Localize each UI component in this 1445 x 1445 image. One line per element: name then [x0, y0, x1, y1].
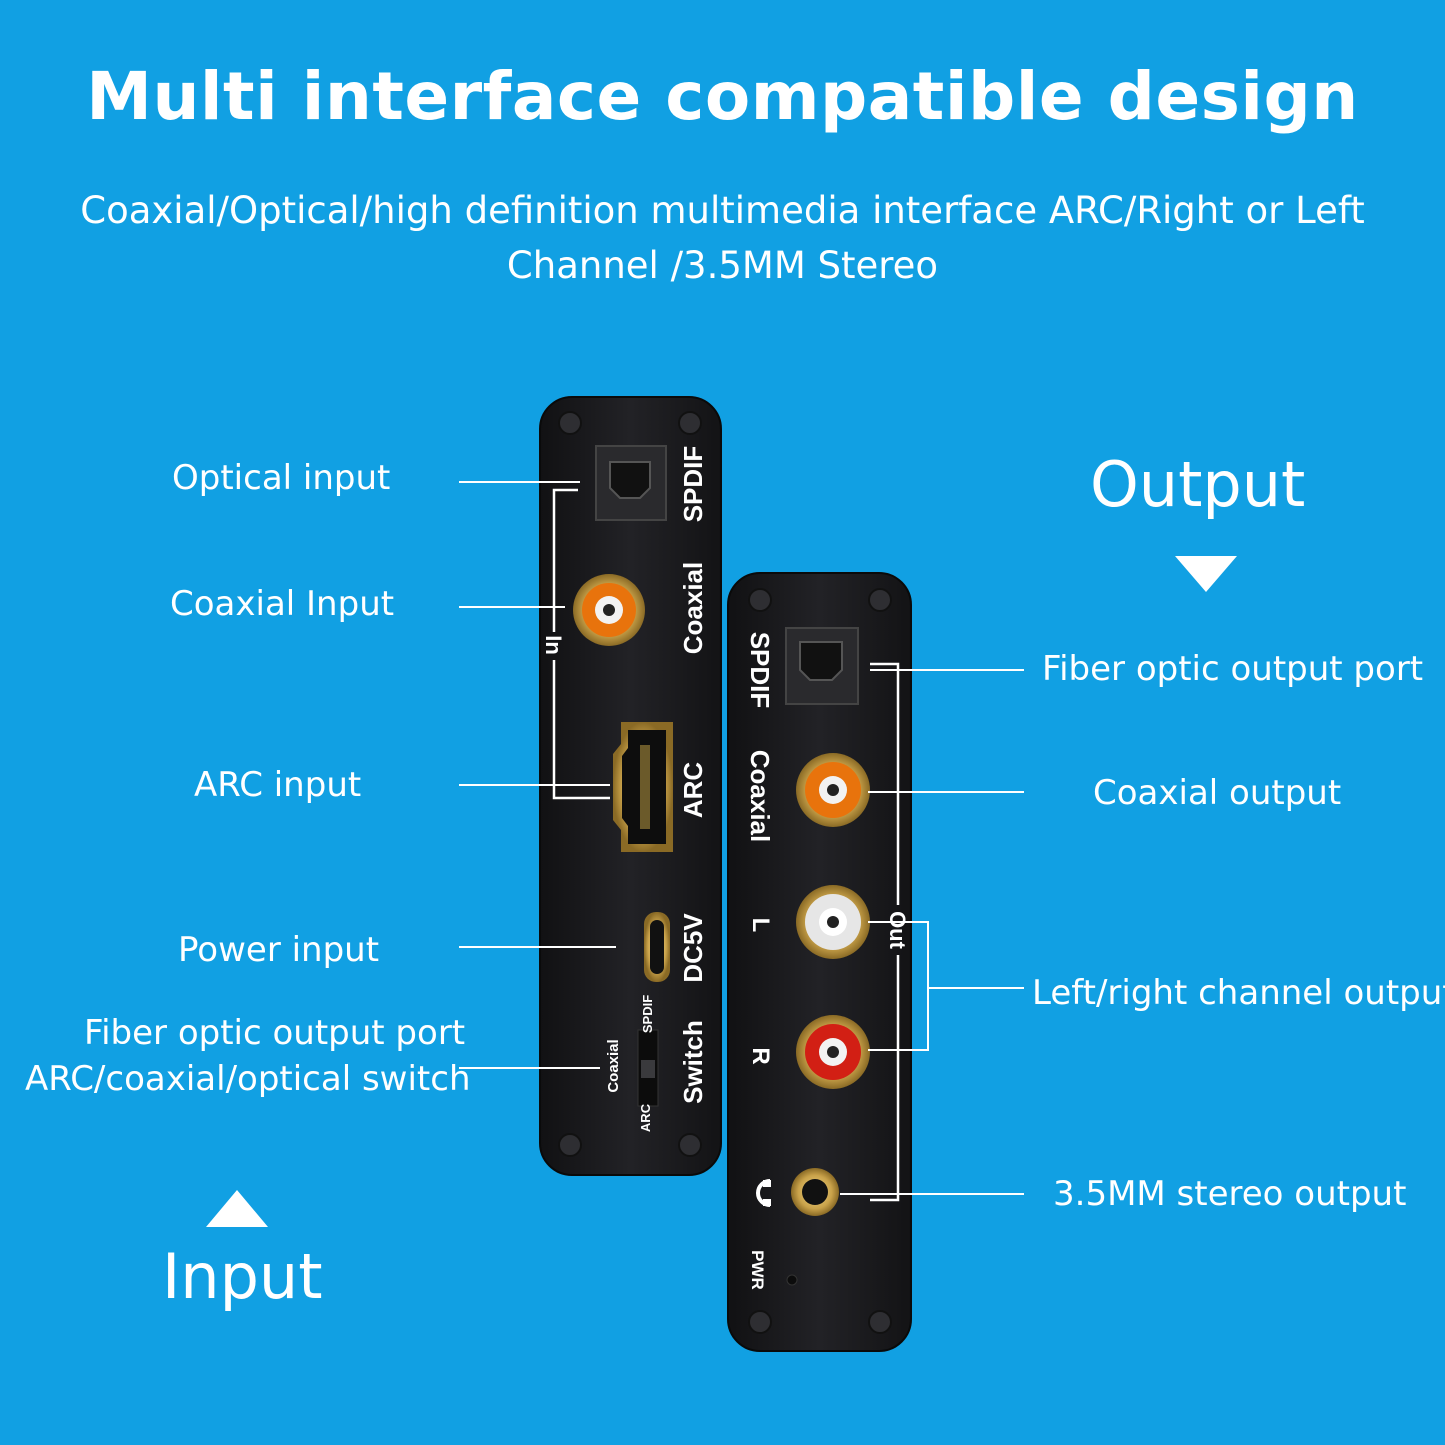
input-up-arrow-icon [206, 1190, 268, 1227]
hdmi-arc-port-icon [613, 722, 673, 852]
device-in-in-label: In [541, 635, 566, 655]
device-in-coaxial-label: Coaxial [678, 562, 708, 655]
label-lr-output: Left/right channel output [1032, 973, 1445, 1013]
device-out-l-label: L [747, 918, 774, 933]
output-device: SPDIF Coaxial L R PWR Out [727, 572, 912, 1352]
device-in-dc5v-label: DC5V [678, 913, 708, 983]
label-coaxial-output: Coaxial output [1093, 773, 1342, 813]
optical-port-icon [595, 445, 667, 521]
micro-usb-port-icon [644, 912, 670, 982]
optical-output-port-icon [785, 627, 859, 705]
input-heading: Input [162, 1240, 323, 1313]
device-out-coaxial-label: Coaxial [745, 750, 775, 843]
device-out-out-label: Out [885, 911, 910, 950]
stereo-jack-icon [791, 1168, 839, 1216]
coaxial-input-jack-icon [573, 574, 645, 646]
label-power-input: Power input [178, 930, 380, 970]
left-channel-jack-icon [796, 885, 870, 959]
device-in-spdif-label: SPDIF [678, 446, 708, 523]
output-bracket [870, 662, 900, 1202]
mode-switch-icon [637, 1029, 659, 1107]
label-arc-input: ARC input [194, 765, 362, 805]
device-out-pwr-label: PWR [748, 1250, 767, 1290]
device-in-arc-label: ARC [678, 762, 708, 819]
output-heading: Output [1090, 448, 1306, 521]
power-led-icon [786, 1274, 798, 1286]
right-channel-jack-icon [796, 1015, 870, 1089]
label-stereo-output: 3.5MM stereo output [1053, 1174, 1407, 1214]
label-coaxial-input: Coaxial Input [170, 584, 395, 624]
device-out-r-label: R [747, 1047, 774, 1064]
page-subtitle: Coaxial/Optical/high definition multimed… [80, 189, 1365, 287]
input-bracket [552, 488, 610, 800]
label-fiber-output: Fiber optic output port [1042, 649, 1424, 689]
device-in-sw-spdif-label: SPDIF [640, 995, 655, 1033]
screw-icon [558, 411, 702, 1157]
callout-lines [459, 481, 1024, 1195]
label-optical-input: Optical input [172, 458, 391, 498]
label-switch-line1: Fiber optic output port [84, 1013, 466, 1053]
screw-icon [748, 588, 892, 1334]
device-in-sw-coaxial-label: Coaxial [605, 1039, 622, 1092]
device-in-sw-arc-label: ARC [638, 1103, 653, 1132]
headphone-icon [756, 1179, 771, 1207]
device-in-switch-label: Switch [678, 1020, 708, 1104]
output-down-arrow-icon [1175, 556, 1237, 592]
device-out-spdif-label: SPDIF [745, 632, 775, 709]
coaxial-output-jack-icon [796, 753, 870, 827]
page-title: Multi interface compatible design [86, 58, 1359, 135]
label-switch-line2: ARC/coaxial/optical switch [25, 1059, 471, 1099]
